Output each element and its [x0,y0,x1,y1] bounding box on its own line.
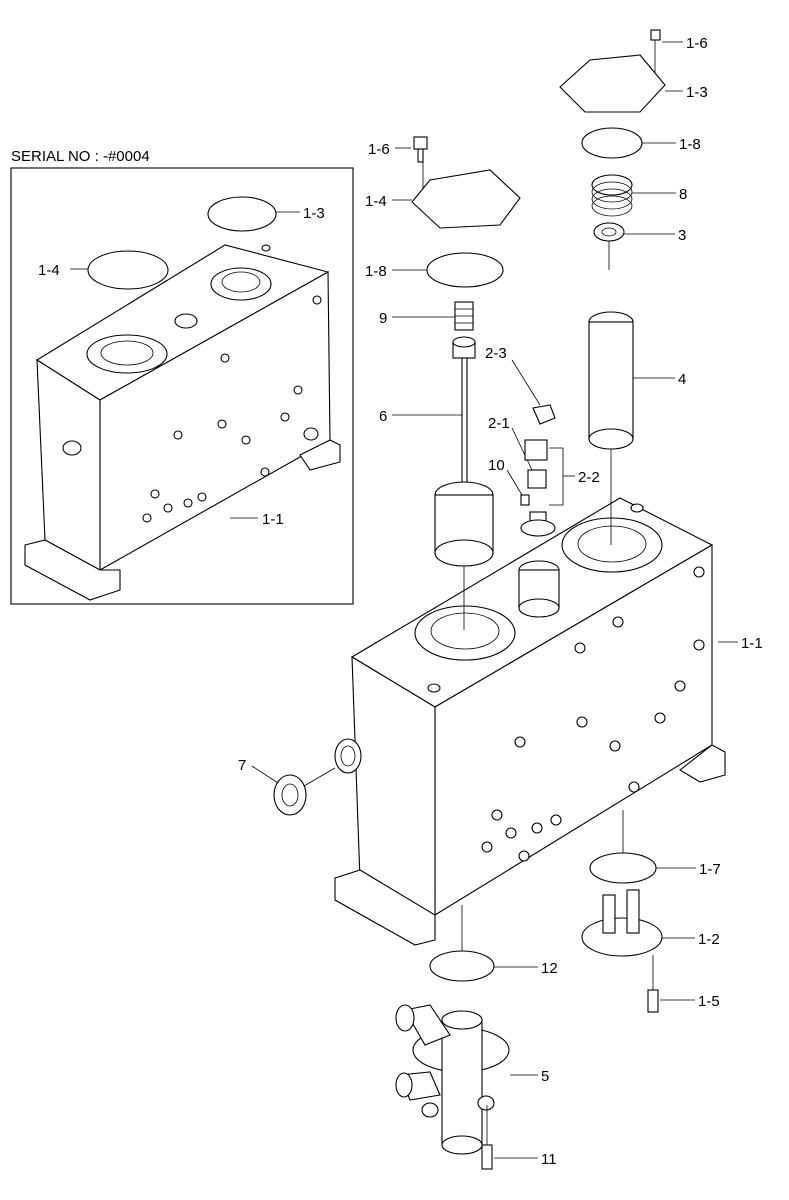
callout-2-1: 2-1 [488,415,510,432]
part-11-bolt: 11 [481,1105,557,1170]
part-12-gasket: 12 [429,905,558,982]
callout-12: 12 [541,960,558,977]
callout-7: 7 [238,757,246,774]
callout-3: 3 [678,227,686,244]
part-1-8-gasket-top: 1-8 [581,127,701,159]
callout-5: 5 [541,1068,549,1085]
callout-1-1-main: 1-1 [741,635,763,652]
callout-1-6-top: 1-6 [686,35,708,52]
part-1-8-gasket-mid: 1-8 [365,252,504,288]
part-1-3-cover: 1-3 [559,54,708,113]
callout-2-3: 2-3 [485,345,507,362]
part-7-cap: 7 [238,757,336,816]
part-valve-housing [518,560,560,618]
inset-cover-plate-1-3: 1-3 [207,196,325,232]
inset-title: SERIAL NO : -#0004 [11,148,150,165]
part-9-spring: 9 [379,301,474,331]
part-10-screw: 10 [488,457,530,506]
part-1-6-bolt-mid: 1-6 [368,136,428,190]
inset-tank [24,244,341,601]
callout-6: 6 [379,408,387,425]
part-5-suction-pipe: 5 [395,1004,549,1155]
callout-1-3-top: 1-3 [686,84,708,101]
callout-10: 10 [488,457,505,474]
callout-1-7: 1-7 [699,861,721,878]
part-2-2-valve-assy: 2-2 [520,439,600,537]
inset-cover-plate-1-4: 1-4 [38,250,169,290]
callout-1-4-inset: 1-4 [38,262,60,279]
inset-serial-view: SERIAL NO : -#0004 [10,148,354,605]
part-1-7-gasket: 1-7 [589,810,721,884]
part-3-valve: 3 [593,222,686,270]
callout-1-8-mid: 1-8 [365,263,387,280]
part-6-rod-filter: 6 [379,336,494,630]
part-1-5-bolt: 1-5 [647,955,720,1013]
inset-frame [10,167,354,605]
callout-2-2: 2-2 [578,469,600,486]
callout-1-4-mid: 1-4 [365,193,387,210]
callout-11: 11 [541,1151,557,1168]
callout-1-6-mid: 1-6 [368,141,390,158]
callout-1-5: 1-5 [698,993,720,1010]
callout-1-1-inset: 1-1 [262,511,284,528]
callout-9: 9 [379,310,387,327]
callout-1-2: 1-2 [698,931,720,948]
part-2-3-cap: 2-3 [485,345,556,425]
part-1-2-plate: 1-2 [581,889,720,957]
part-2-1-nut: 2-1 [488,415,547,489]
callout-4: 4 [678,371,686,388]
part-1-6-bolt-top: 1-6 [650,29,708,85]
part-8-spring: 8 [591,174,687,217]
part-1-4-cover: 1-4 [365,169,521,229]
callout-1-3-inset: 1-3 [303,205,325,222]
part-4-strainer: 4 [588,311,686,545]
callout-1-8-top: 1-8 [679,136,701,153]
callout-8: 8 [679,186,687,203]
